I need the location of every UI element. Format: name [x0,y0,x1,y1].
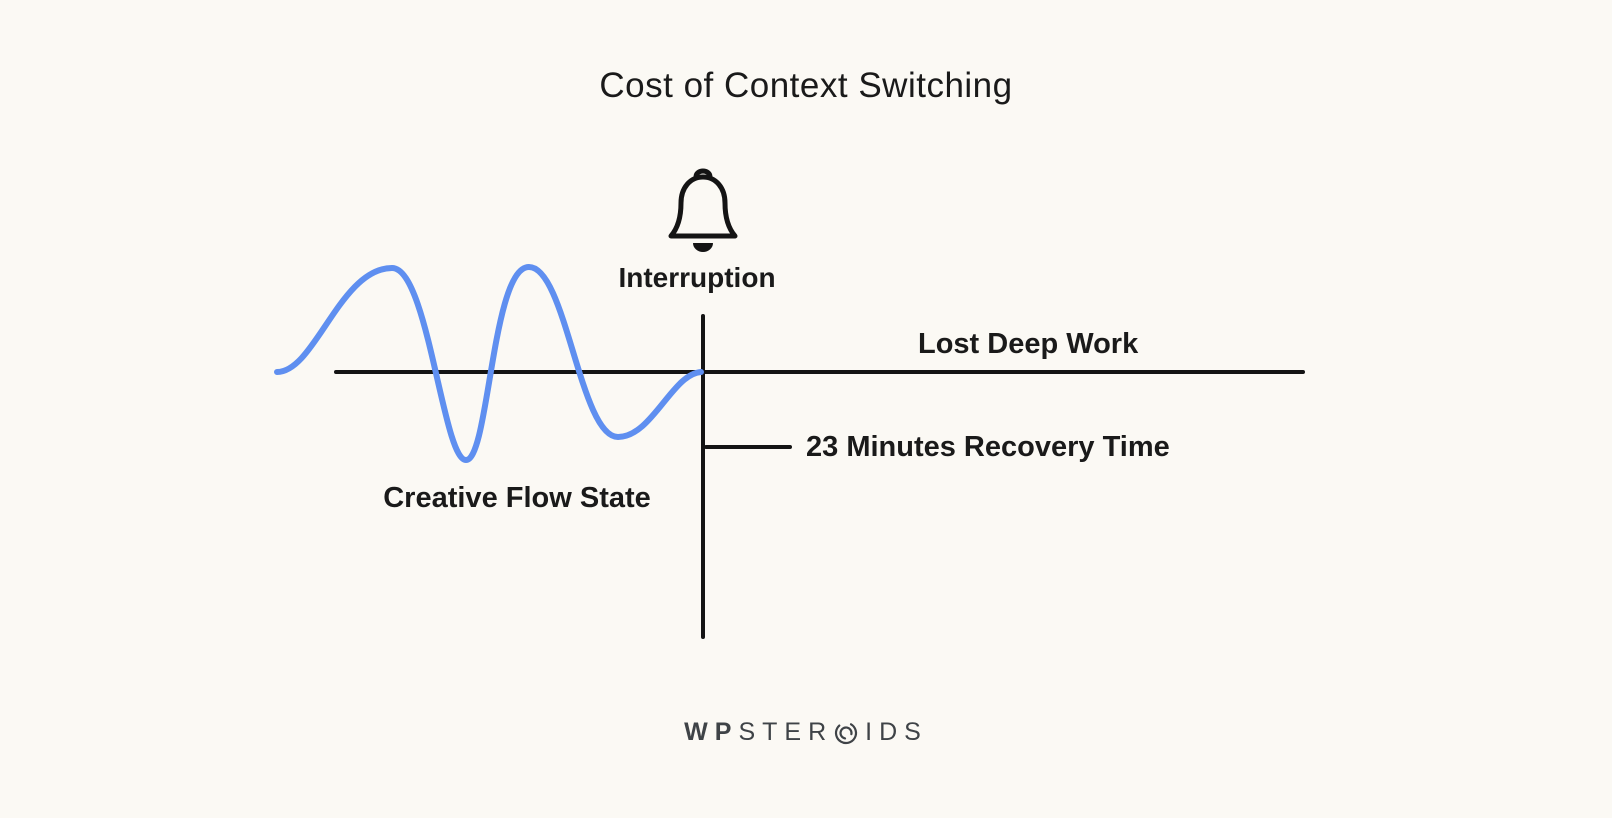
interruption-label: Interruption [618,262,776,293]
creative-flow-state-label: Creative Flow State [383,482,651,514]
bell-icon [668,168,738,252]
logo-part-wp: WP [684,718,739,746]
page-title: Cost of Context Switching [599,66,1013,105]
recovery-time-label: 23 Minutes Recovery Time [806,431,1170,463]
logo-o-icon [834,721,858,745]
logo-part-ster: STER [738,718,834,746]
lost-deep-work-label: Lost Deep Work [918,328,1139,360]
logo-part-ids: IDS [865,718,928,746]
flow-wave [274,264,704,463]
